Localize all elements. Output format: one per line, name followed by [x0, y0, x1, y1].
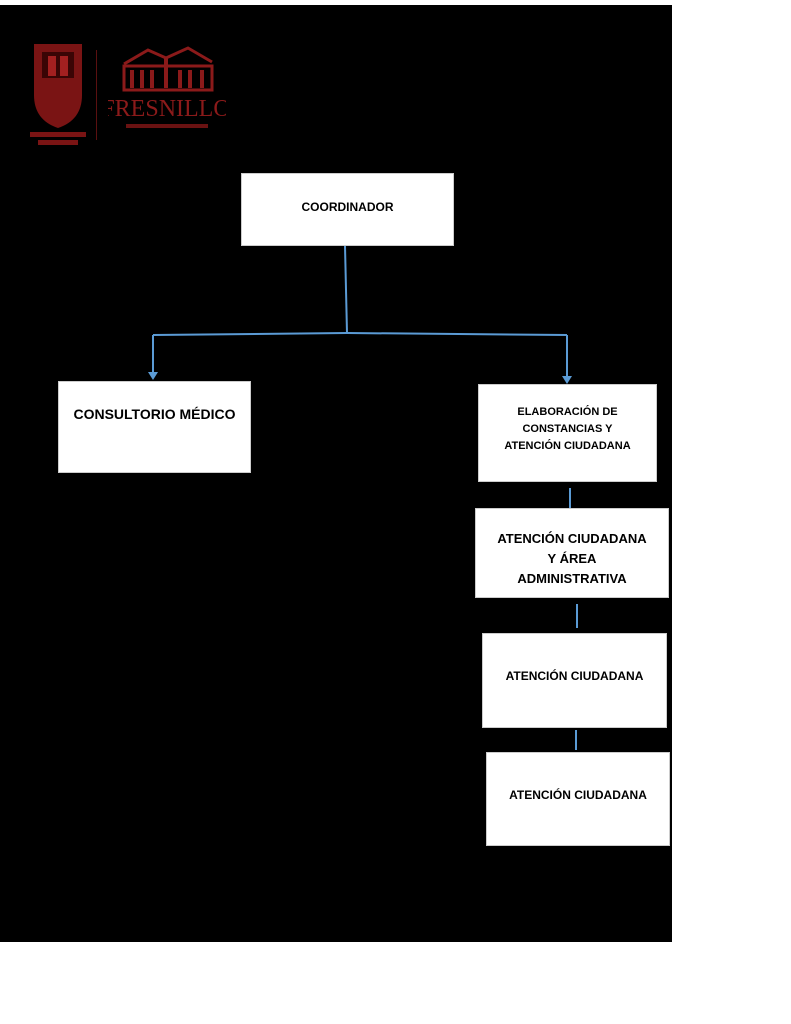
medical-label: CONSULTORIO MÉDICO	[73, 406, 236, 422]
elaboration-label: ELABORACIÓN DE CONSTANCIAS Y ATENCIÓN CI…	[504, 406, 631, 452]
citizen-2-label: ATENCIÓN CIUDADANA	[509, 788, 647, 802]
arrowhead-medical	[148, 372, 158, 380]
box-citizen-2: ATENCIÓN CIUDADANA	[486, 752, 670, 846]
box-medical: CONSULTORIO MÉDICO	[58, 381, 251, 473]
box-elaboration: ELABORACIÓN DE CONSTANCIAS Y ATENCIÓN CI…	[478, 384, 657, 482]
arrowhead-elaboration	[562, 376, 572, 384]
box-coordinator: COORDINADOR	[241, 173, 454, 246]
coordinator-label: COORDINADOR	[301, 200, 394, 214]
logo-divider	[96, 50, 97, 140]
svg-text:FRESNILLO: FRESNILLO	[108, 96, 226, 122]
box-admin: ATENCIÓN CIUDADANA Y ÁREA ADMINISTRATIVA	[475, 508, 669, 598]
box-citizen-1: ATENCIÓN CIUDADANA	[482, 633, 667, 728]
shield-logo	[30, 44, 86, 145]
fresnillo-logo: FRESNILLO	[108, 46, 226, 128]
connector-horizontal	[152, 331, 568, 336]
admin-label: ATENCIÓN CIUDADANA Y ÁREA ADMINISTRATIVA	[497, 531, 647, 586]
citizen-1-label: ATENCIÓN CIUDADANA	[505, 669, 644, 683]
connector-coordinator-down	[344, 245, 348, 334]
